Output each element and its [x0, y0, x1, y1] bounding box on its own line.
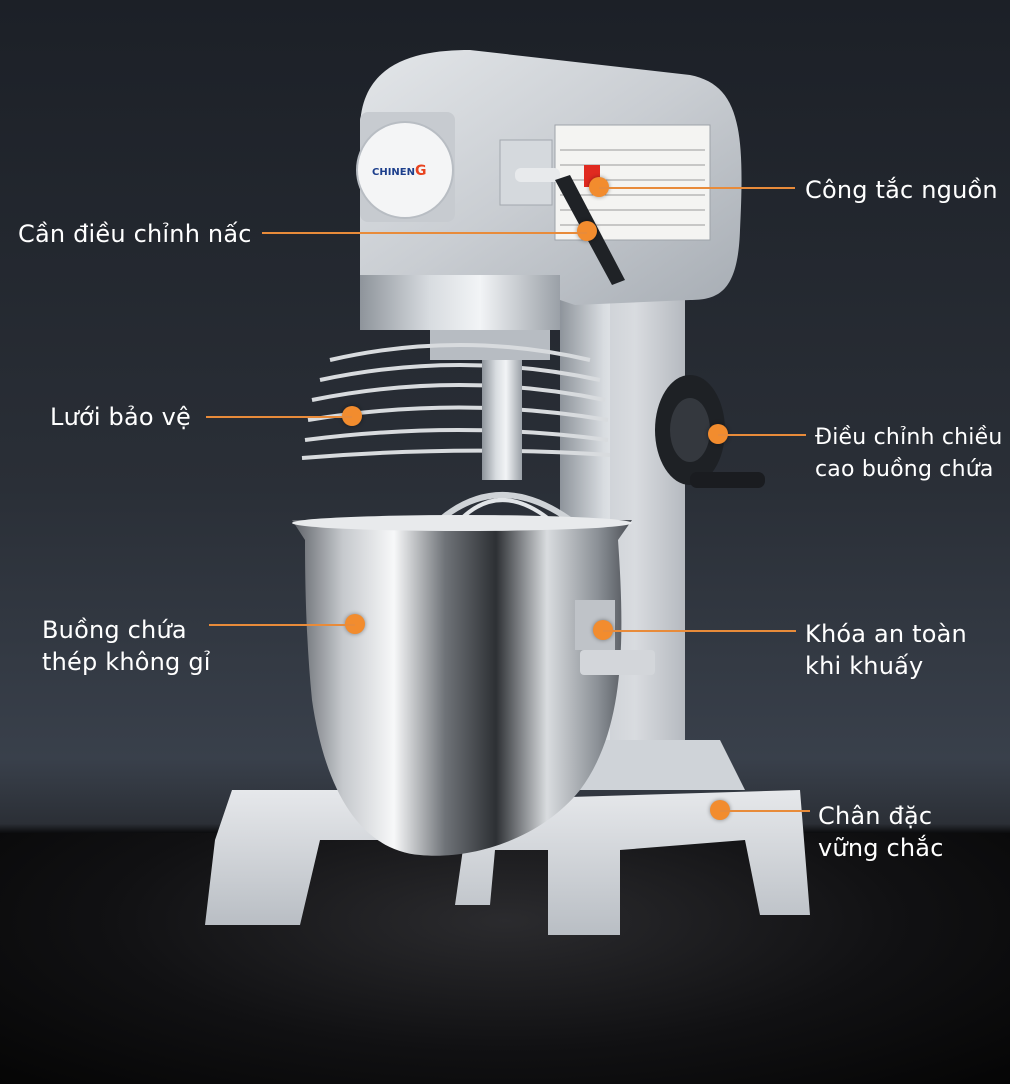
- stir-lock-leader: [603, 630, 796, 632]
- speed-lever-marker: [577, 221, 597, 241]
- speed-lever-label: Cần điều chỉnh nấc: [18, 218, 252, 250]
- bowl-text-2: thép không gỉ: [42, 648, 211, 676]
- safety-guard-marker: [342, 406, 362, 426]
- bowl-marker: [345, 614, 365, 634]
- stir-lock-text-2: khi khuấy: [805, 652, 924, 680]
- stand-text-1: Chân đặc: [818, 802, 933, 830]
- power-switch-text: Công tắc nguồn: [805, 176, 998, 204]
- height-adjust-leader: [718, 434, 806, 436]
- floor-surface: [0, 833, 1010, 1084]
- bowl-leader: [209, 624, 355, 626]
- base-right-leg: [455, 790, 810, 935]
- stand-leader: [720, 810, 810, 812]
- safety-guard-leader: [206, 416, 352, 418]
- stand-label: Chân đặc vững chắc: [818, 800, 944, 864]
- stir-lock-label: Khóa an toàn khi khuấy: [805, 618, 967, 682]
- height-adjust-text-2: cao buồng chứa: [815, 457, 994, 482]
- bowl-text-1: Buồng chứa: [42, 616, 187, 644]
- bowl-label: Buồng chứa thép không gỉ: [42, 614, 211, 678]
- brand-logo: CHINENG: [372, 163, 427, 179]
- power-switch-label: Công tắc nguồn: [805, 174, 998, 206]
- speed-lever-text: Cần điều chỉnh nấc: [18, 220, 252, 248]
- speed-lever-leader: [262, 232, 587, 234]
- stir-lock-text-1: Khóa an toàn: [805, 620, 967, 648]
- bowl-lock: [580, 650, 655, 675]
- safety-guard-text: Lưới bảo vệ: [50, 403, 191, 431]
- height-adjust-text-1: Điều chỉnh chiều: [815, 425, 1003, 450]
- brand-badge: [356, 121, 454, 219]
- stainless-bowl: [292, 520, 632, 856]
- stand-text-2: vững chắc: [818, 834, 944, 862]
- safety-guard-label: Lưới bảo vệ: [50, 401, 191, 433]
- power-switch-leader: [599, 187, 795, 189]
- height-adjust-label: Điều chỉnh chiều cao buồng chứa: [815, 422, 1003, 486]
